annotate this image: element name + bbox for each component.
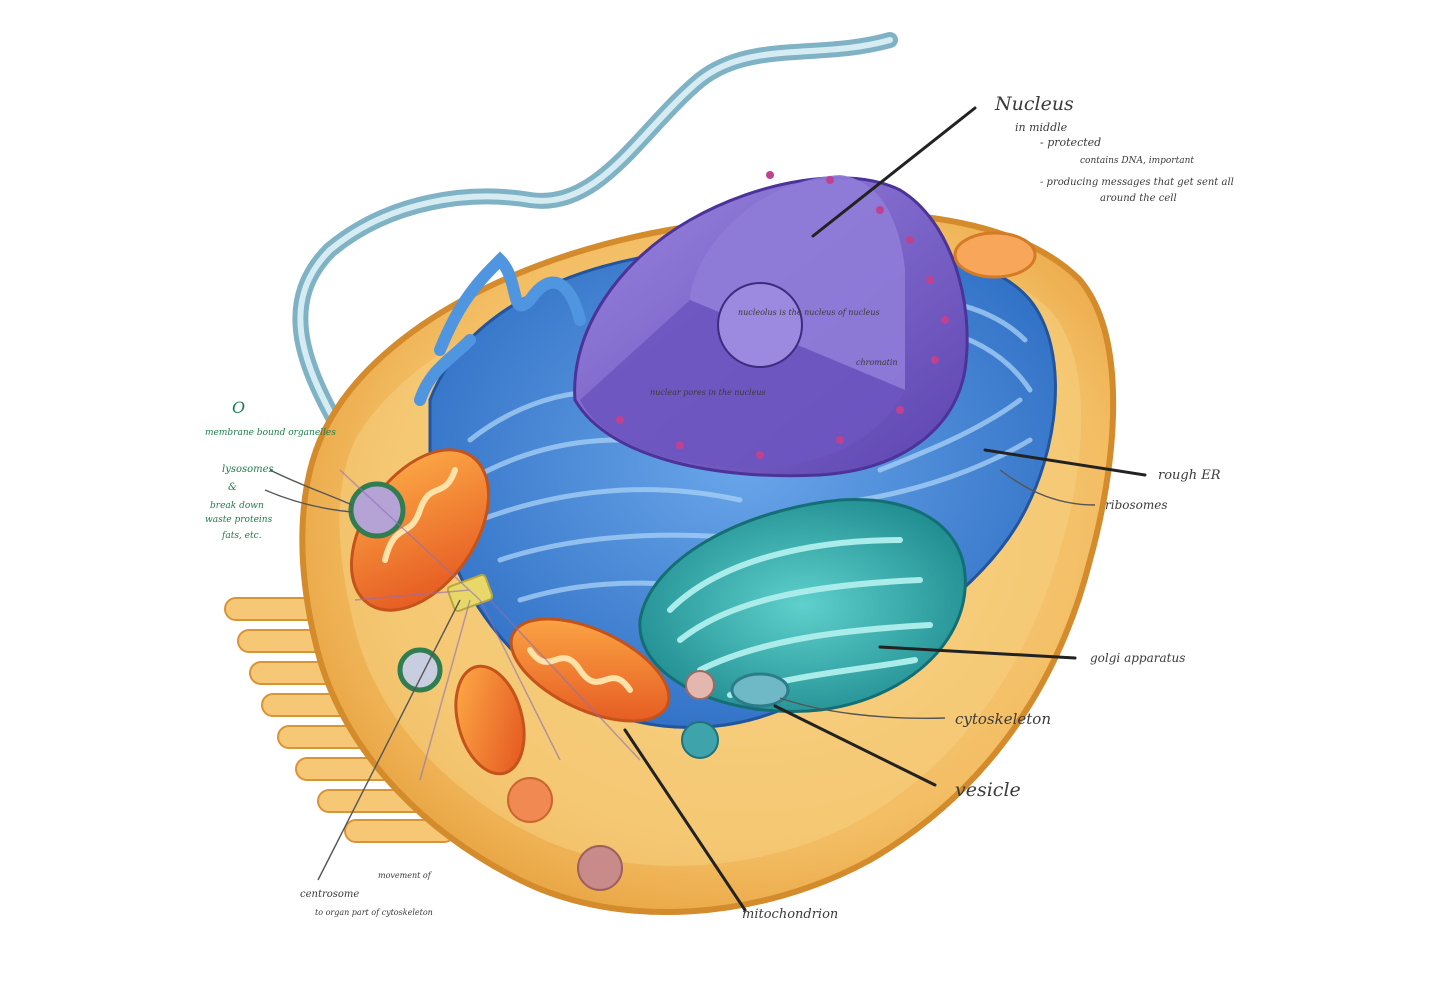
smooth-er: [414, 251, 586, 406]
vesicle-leader: [773, 704, 937, 787]
label-vesicle: vesicle: [955, 779, 1021, 801]
nucleus-note-1: in middle: [1015, 121, 1068, 134]
nucleus: nucleolus is the nucleus of nucleus nucl…: [573, 171, 969, 478]
cytoskeleton-fibers: [339, 469, 641, 781]
vesicle: [730, 672, 790, 708]
cytoskeleton-leader: [779, 697, 946, 719]
ribosomes-leader: [999, 469, 1096, 506]
centrosome-note-top: movement of: [378, 871, 433, 880]
label-ribosomes: ribosomes: [1105, 498, 1168, 512]
label-centrosome: centrosome: [300, 889, 359, 900]
label-golgi: golgi apparatus: [1090, 651, 1185, 665]
label-nucleus: Nucleus: [994, 93, 1074, 115]
vesicle-small-pink: [685, 670, 715, 700]
lysosome: [348, 481, 406, 539]
nucleus-note-4: - producing messages that get sent all: [1040, 177, 1234, 188]
golgi-apparatus: [638, 498, 967, 713]
label-cytoskeleton: cytoskeleton: [955, 710, 1051, 728]
centrosome-note: to organ part of cytoskeleton: [315, 908, 433, 917]
lysosome-note-4: &: [228, 482, 237, 493]
lysosome-note-5: break down: [210, 501, 264, 511]
golgi-leader: [878, 645, 1077, 660]
chromatin-note: chromatin: [856, 358, 898, 367]
vesicle-mauve: [577, 845, 623, 891]
centrosome-leader: [317, 599, 461, 881]
nucleus-note-3: contains DNA, important: [1080, 156, 1194, 166]
lysosome-note-2: membrane bound organelles: [205, 428, 336, 438]
mitochondrion-bottom: [454, 664, 526, 776]
label-rough-er: rough ER: [1158, 468, 1221, 483]
nucleus-note-5: around the cell: [1100, 193, 1177, 204]
mitochondrion-leader: [623, 728, 747, 912]
lysosome-note-3: lysosomes: [222, 464, 274, 475]
nuclear-pores: [616, 171, 949, 459]
lysosome-note-6: waste proteins: [205, 515, 273, 525]
vesicle-teal: [681, 721, 719, 759]
mitochondrion-lower: [509, 617, 671, 723]
nucleolus-note: nucleolus is the nucleus of nucleus: [738, 308, 880, 317]
nucleus-note-2: - protected: [1040, 136, 1101, 149]
lysosome-leader-2: [264, 489, 353, 513]
vesicle-peach: [507, 777, 553, 823]
nucleus-leader: [811, 106, 977, 238]
rough-er-leader: [983, 448, 1147, 477]
lysosome-note-7: fats, etc.: [221, 531, 262, 541]
vacuole: [953, 231, 1037, 279]
lysosome-leader-1: [269, 469, 353, 506]
envelope-note: nuclear pores in the nucleus: [650, 388, 766, 397]
lysosome-note-1: O: [232, 398, 245, 417]
nucleolus: [717, 282, 803, 368]
label-mitochondrion: mitochondrion: [742, 907, 838, 922]
peroxisome: [397, 647, 443, 693]
